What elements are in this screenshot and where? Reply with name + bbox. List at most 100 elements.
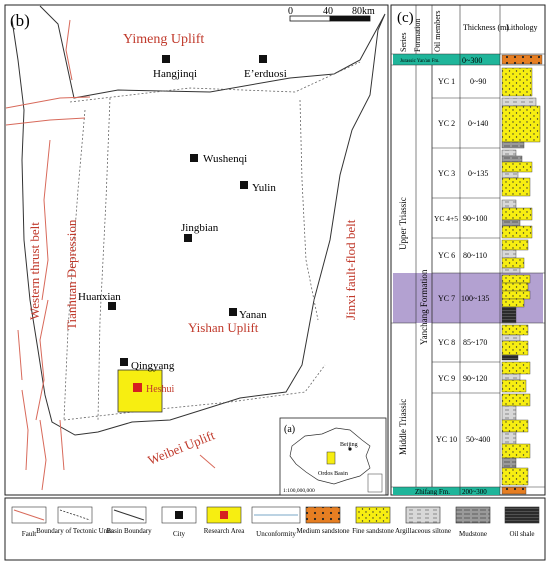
legend-label-medium-sandstone: Medium sandstone [296,527,349,535]
scale-0: 0 [288,6,293,17]
legend-unconformity-swatch [251,506,301,524]
jurassic-lithology [501,54,543,65]
member-yc8: YC 8 [438,338,455,347]
city-label-huanxian: Huanxian [78,291,121,303]
tectonic-boundaries [63,61,361,421]
legend: Fault Boundary of Tectonic Units Basin B… [4,497,546,561]
member-yc8-thickness: 85~170 [463,338,487,347]
series-upper-triassic: Upper Triassic [398,197,408,250]
city-huanxian-marker [108,302,116,310]
legend-oil-shale-swatch [504,506,540,524]
region-yimeng-uplift: Yimeng Uplift [123,32,204,47]
member-yc45-thickness: 90~100 [463,214,487,223]
ordos-basin-shape [326,451,336,465]
map-scale-bar: 0 40 80km [288,6,375,22]
map-frame [4,4,389,496]
city-yanan-marker [229,308,237,316]
header-thickness: Thickness (m) [463,23,509,32]
member-yc2: YC 2 [438,119,455,128]
member-yc6-thickness: 80~110 [463,251,487,260]
inset-label: (a) [284,424,295,435]
region-yishan-uplift: Yishan Uplift [188,320,259,335]
city-wushenqi-marker [190,154,198,162]
series-middle-triassic: Middle Triassic [398,399,408,455]
city-erduosi-marker [259,55,267,63]
member-yc45: YC 4+5 [434,214,458,223]
map-panel: (b) 0 40 [4,4,389,496]
inset-ordos: Ordos Basin [318,471,348,477]
region-tianhuan-depression: Tianhuan Depression [64,219,79,330]
legend-label-basin-boundary: Basin Boundary [106,527,152,535]
city-label-heshui: Heshui [146,384,175,395]
member-yc1-thickness: 0~90 [470,77,486,86]
scale-80: 80km [352,6,375,17]
legend-tectonic-boundary-swatch [57,506,93,524]
member-yc9: YC 9 [438,374,455,383]
zhifang-lithology [501,486,527,495]
region-western-thrust-belt: Western thrust belt [27,222,42,320]
lithology-log [501,67,541,486]
jurassic-name: Jurassic Yan'an Fm. [400,59,440,64]
inset-beijing: Beijing [340,442,358,448]
oil-members: YC 1 0~90 YC 2 0~140 YC 3 0~135 YC 4+5 9… [434,77,490,444]
legend-label-mudstone: Mudstone [459,530,487,538]
city-yulin-marker [240,181,248,189]
city-label-yulin: Yulin [252,182,276,194]
legend-label-research-area: Research Area [204,527,246,535]
legend-basin-boundary-swatch [111,506,147,524]
cities: Hangjinqi E’erduosi Wushenqi Yulin Jingb… [78,55,287,372]
legend-research-area-swatch [206,506,242,524]
jurassic-thickness: 0~300 [462,56,482,65]
legend-label-fault: Fault [22,530,36,538]
city-label-wushenqi: Wushenqi [203,153,247,165]
legend-medium-sandstone-swatch [305,506,341,524]
member-yc6: YC 6 [438,251,455,260]
column-headers: Series Formation Oil members Thickness (… [399,10,538,52]
city-label-qingyang: Qingyang [131,360,175,372]
legend-label-fine-sandstone: Fine sandstone [352,527,394,535]
zhifang-name: Zhifang Fm. [415,488,450,496]
header-series: Series [399,32,408,52]
legend-label-oil-shale: Oil shale [509,530,534,538]
legend-label-unconformity: Unconformity [256,530,296,538]
legend-fine-sandstone-swatch [355,506,391,524]
legend-label-argillaceous-siltstone: Argillaceous siltone [395,527,451,535]
legend-label-city: City [173,530,186,538]
member-yc10-thickness: 50~400 [466,435,490,444]
city-label-jingbian: Jingbian [181,222,219,234]
city-label-yanan: Yanan [239,309,267,321]
column-grid [391,5,545,495]
header-oil-members: Oil members [433,10,442,52]
member-yc2-thickness: 0~140 [468,119,488,128]
heshui-marker [133,383,142,392]
zhifang-thickness: 200~300 [462,488,487,496]
faults [5,19,216,491]
member-yc10: YC 10 [436,435,457,444]
inset-china-map: (a) Beijing Ordos Basin 1:100,000,000 [279,417,387,496]
column-panel-label: (c) [397,10,414,26]
member-yc7-thickness: 100~135 [461,294,489,303]
south-sea-inset [367,473,383,493]
formation-yanchang: Yanchang Formation [419,269,429,345]
zhifang-band [393,487,500,495]
member-yc3-thickness: 0~135 [468,169,488,178]
legend-label-tectonic-boundary: Boundary of Tectonic Units [36,527,114,535]
city-label-erduosi: E’erduosi [244,68,287,80]
region-jinxi-fault-belt: Jinxi fault-flod belt [343,219,358,320]
strat-column-panel: (c) Series Formation Oil members Thickne… [390,4,546,496]
legend-fault-swatch [11,506,47,524]
city-hangjinqi-marker [162,55,170,63]
city-qingyang-marker [120,358,128,366]
member-yc7: YC 7 [438,294,455,303]
member-yc1: YC 1 [438,77,455,86]
legend-argillaceous-siltstone-swatch [405,506,441,524]
basin-boundary [11,5,386,436]
member-yc3: YC 3 [438,169,455,178]
scale-40: 40 [323,6,333,17]
legend-mudstone-swatch [455,506,491,524]
inset-scale: 1:100,000,000 [283,488,315,494]
header-formation: Formation [413,19,422,52]
beijing-dot [348,447,352,451]
header-lithology: Lithology [506,23,538,32]
member-yc9-thickness: 90~120 [463,374,487,383]
